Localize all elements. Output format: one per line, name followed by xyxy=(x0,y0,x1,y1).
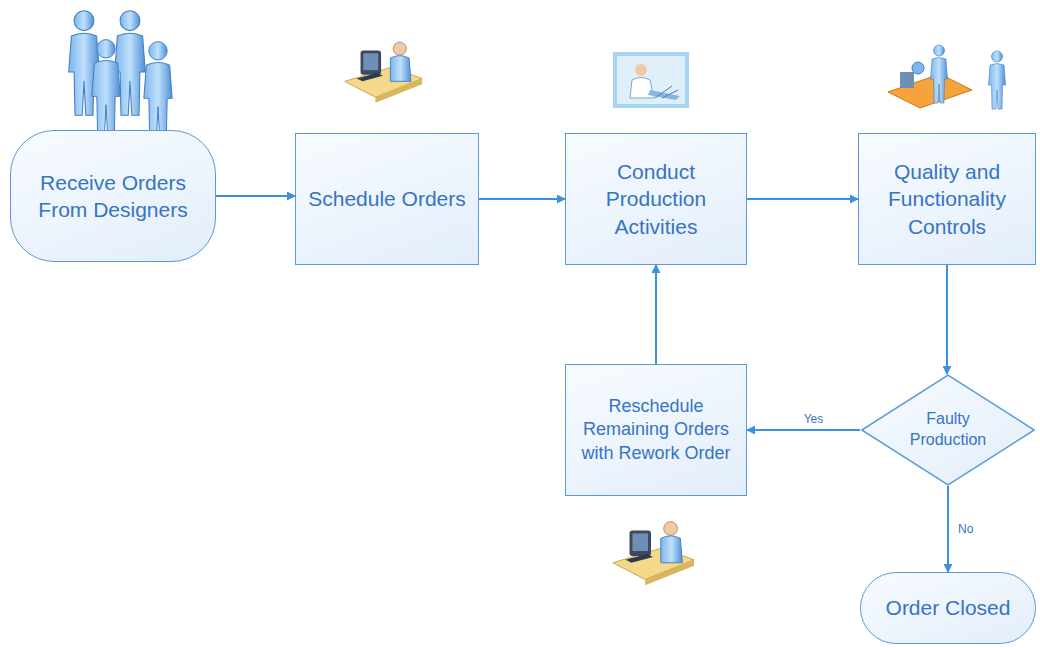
flow-arrow xyxy=(479,198,565,200)
flow-arrow xyxy=(947,486,949,572)
flow-arrow xyxy=(655,265,657,364)
designers-group xyxy=(69,11,172,139)
node-label: Reschedule Remaining Orders with Rework … xyxy=(566,389,746,471)
terminal-box: Order Closed xyxy=(860,572,1036,644)
node-label: Conduct Production Activities xyxy=(566,152,746,246)
process-box: Schedule Orders xyxy=(295,133,479,265)
node-label: Quality and Functionality Controls xyxy=(859,152,1035,246)
node-label: Faulty Production xyxy=(883,403,1012,457)
production-picture xyxy=(613,52,689,108)
process-box: Reschedule Remaining Orders with Rework … xyxy=(565,364,747,496)
quality-icon xyxy=(888,45,1006,109)
node-label: Receive Orders From Designers xyxy=(11,163,215,230)
process-box: Conduct Production Activities xyxy=(565,133,747,265)
flow-arrow xyxy=(946,265,948,374)
edge-label: No xyxy=(956,522,975,536)
rescheduler-icon xyxy=(613,522,694,586)
flow-arrow xyxy=(747,198,858,200)
terminal-box: Receive Orders From Designers xyxy=(10,130,216,262)
flow-arrow xyxy=(747,429,860,431)
node-label: Schedule Orders xyxy=(298,179,476,218)
decision-diamond: Faulty Production xyxy=(860,374,1036,486)
node-label: Order Closed xyxy=(876,588,1021,627)
diamond-outline xyxy=(860,374,1036,486)
process-box: Quality and Functionality Controls xyxy=(858,133,1036,265)
scheduler-icon xyxy=(345,42,422,103)
edge-label: Yes xyxy=(802,412,826,426)
flow-arrow xyxy=(216,195,295,197)
